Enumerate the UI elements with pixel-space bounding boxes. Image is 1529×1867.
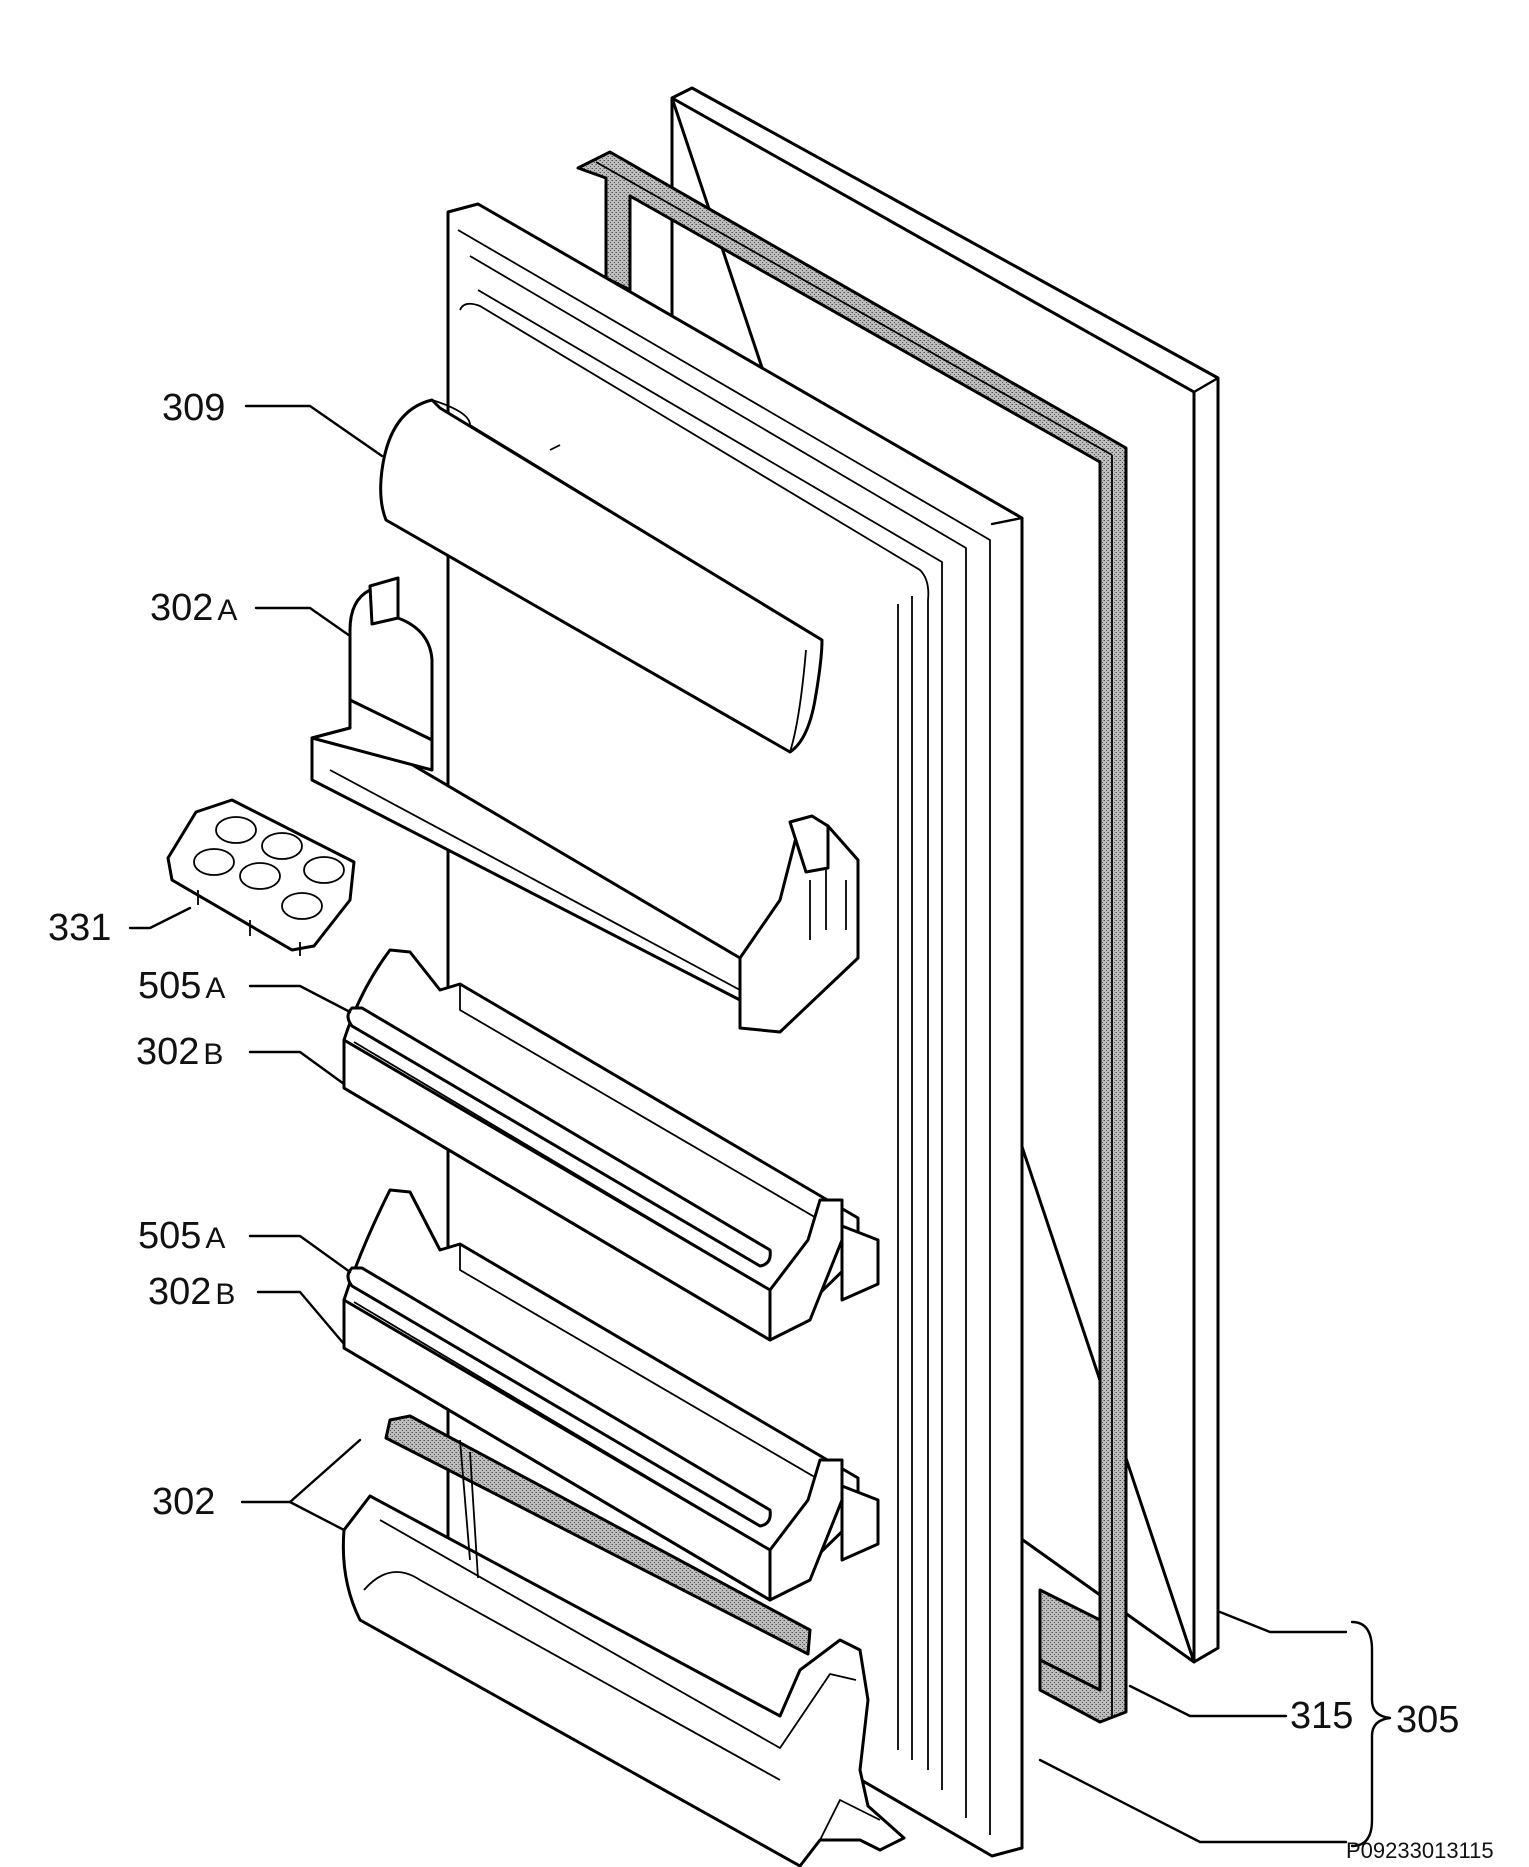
egg-tray (166, 798, 356, 956)
door-shelf-302b-lower (342, 1188, 880, 1602)
leader-309 (244, 404, 384, 458)
door-shelf-302b-upper (342, 948, 880, 1342)
label-302: 302 (152, 1481, 215, 1523)
brace-305 (1350, 1620, 1392, 1848)
leader-lines (128, 404, 1392, 1848)
leader-302 (240, 1438, 362, 1504)
label-331: 331 (48, 907, 111, 949)
leader-505a-lower (248, 1234, 352, 1274)
leader-305-top (1218, 1610, 1348, 1634)
leader-315 (1128, 1684, 1288, 1718)
bottle-shelf-302 (341, 1414, 906, 1867)
drawing-code: P09233013115 (1346, 1838, 1494, 1863)
leader-331 (128, 906, 192, 930)
door-shelf-302a (310, 576, 860, 1034)
label-309: 309 (162, 387, 225, 429)
leader-305-bottom (1038, 1758, 1348, 1844)
leader-302-b (288, 1500, 346, 1532)
leader-302a (254, 606, 352, 638)
label-315: 315 (1290, 1695, 1353, 1737)
leader-505a-upper (248, 984, 352, 1014)
leader-302b-upper (248, 1050, 346, 1086)
dairy-compartment-flap (379, 398, 824, 754)
label-305: 305 (1396, 1699, 1459, 1741)
leader-302b-lower (256, 1290, 346, 1346)
